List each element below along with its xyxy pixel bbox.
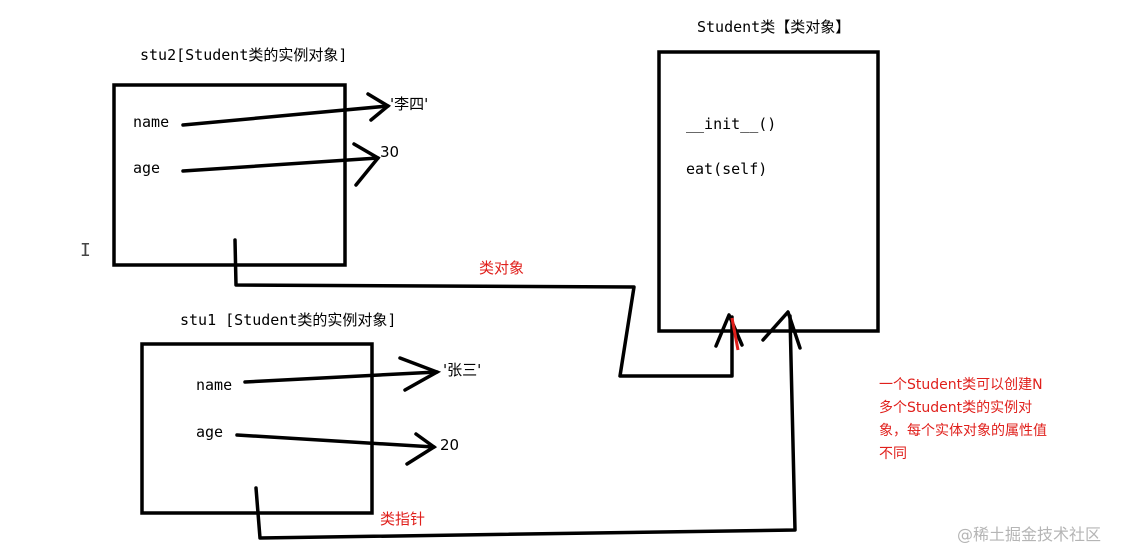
stu1-age-value: 20 [440,436,460,454]
red-tick [730,317,740,351]
student-class-title: Student类【类对象】 [697,18,851,36]
stu2-class-object-link [233,238,744,378]
stu2-title: stu2[Student类的实例对象] [140,46,348,64]
stu2-box [112,83,347,267]
stu1-title: stu1 [Student类的实例对象] [180,311,397,329]
student-class-box [657,50,880,333]
stu1-name-arrow [243,356,442,392]
stu2-name-label: name [133,113,170,131]
method-eat: eat(self) [686,160,768,178]
stu1-class-pointer-link [254,310,802,540]
stu1-age-label: age [196,423,224,441]
stu2-age-label: age [133,159,161,177]
class-object-label: 类对象 [479,259,525,277]
stu2-name-value: '李四' [390,95,429,113]
class-pointer-label: 类指针 [380,510,426,528]
explanation-note: 一个Student类可以创建N多个Student类的实例对象，每个实体对象的属性… [879,377,1047,462]
text-cursor-icon: I [80,240,91,261]
stu1-age-arrow [235,432,438,466]
method-init: __init__() [686,115,777,133]
stu1-name-label: name [196,376,233,394]
watermark: @稀土掘金技术社区 [957,525,1102,544]
stu2-age-arrow [181,142,381,187]
stu1-name-value: '张三' [443,361,482,379]
stu2-name-arrow [181,92,392,127]
stu2-age-value: 30 [380,143,400,161]
